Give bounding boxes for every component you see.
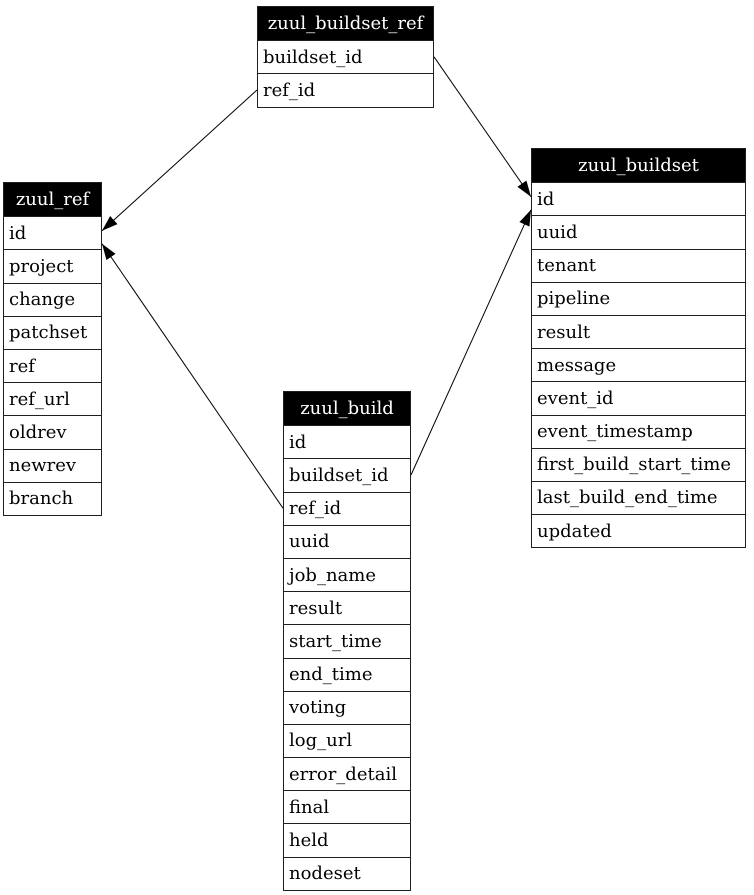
table-row: job_name — [284, 557, 410, 592]
table-row: end_time — [284, 657, 410, 691]
table-row: uuid — [532, 215, 745, 249]
table-row: pipeline — [532, 281, 745, 315]
relation-edge-zuul_buildset_ref-ref_id — [101, 89, 258, 232]
table-title: zuul_build — [284, 392, 410, 426]
relation-edge-zuul_buildset_ref-buildset_id — [433, 56, 532, 198]
table-title: zuul_ref — [4, 183, 101, 217]
table-row: event_timestamp — [532, 414, 745, 448]
table-row: ref_url — [4, 382, 101, 416]
table-row: last_build_end_time — [532, 480, 745, 515]
table-row: start_time — [284, 624, 410, 658]
table-row: held — [284, 823, 410, 857]
relation-edge-zuul_build-ref_id — [101, 243, 284, 509]
table-row: ref_id — [258, 73, 433, 107]
table-title: zuul_buildset — [532, 149, 745, 183]
table-row: first_build_start_time — [532, 447, 745, 481]
table-row: ref_id — [284, 491, 410, 525]
table-row: buildset_id — [284, 458, 410, 492]
table-row: buildset_id — [258, 40, 433, 74]
table-row: uuid — [284, 524, 410, 558]
table-row: patchset — [4, 315, 101, 349]
table-row: tenant — [532, 248, 745, 282]
table-row: result — [284, 591, 410, 625]
table-row: change — [4, 282, 101, 316]
table-row: id — [532, 182, 745, 216]
table-row: ref — [4, 348, 101, 383]
table-row: event_id — [532, 381, 745, 415]
table-row: updated — [532, 514, 745, 548]
table-title: zuul_buildset_ref — [258, 7, 433, 41]
table-row: final — [284, 790, 410, 824]
table-row: project — [4, 249, 101, 283]
table-row: voting — [284, 690, 410, 724]
table-row: result — [532, 314, 745, 349]
relation-edge-zuul_build-buildset_id — [410, 209, 532, 476]
table-row: log_url — [284, 723, 410, 758]
table-row: nodeset — [284, 856, 410, 890]
table-row: branch — [4, 481, 101, 515]
table-row: id — [4, 216, 101, 250]
table-row: oldrev — [4, 415, 101, 449]
table-row: newrev — [4, 448, 101, 482]
table-row: message — [532, 348, 745, 382]
table-row: id — [284, 425, 410, 459]
table-row: error_detail — [284, 757, 410, 791]
